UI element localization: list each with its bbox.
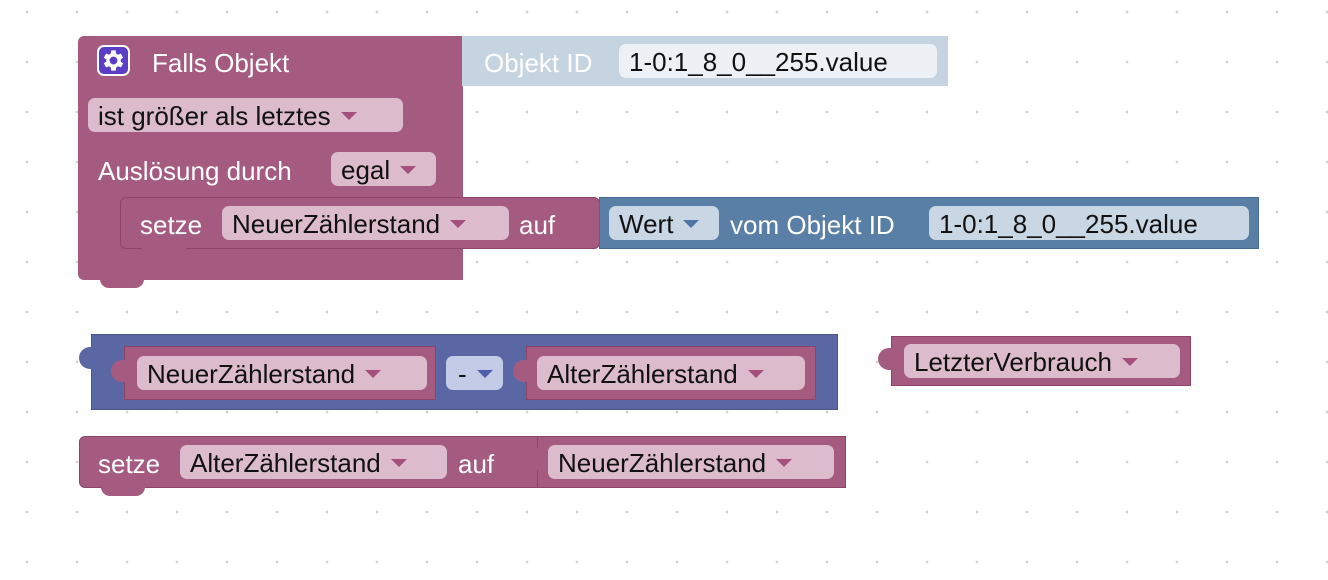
set-old-value-dropdown[interactable]: NeuerZählerstand <box>548 445 834 479</box>
math-right-connector <box>513 360 527 382</box>
loose-variable-connector <box>878 348 892 370</box>
trigger-title: Falls Objekt <box>152 48 290 78</box>
loose-variable-dropdown[interactable]: LetzterVerbrauch <box>904 344 1180 378</box>
trigger-label: Auslösung durch <box>98 156 292 186</box>
trigger-value-input <box>449 48 459 70</box>
set-old-label: setze <box>98 449 161 479</box>
gear-icon <box>103 50 124 71</box>
trigger-dropdown[interactable]: egal <box>331 152 436 186</box>
set-new-to-label: auf <box>519 210 556 240</box>
condition-dropdown[interactable]: ist größer als letztes <box>88 98 403 132</box>
set-old-to-label: auf <box>458 449 495 479</box>
set-new-variable-dropdown[interactable]: NeuerZählerstand <box>222 206 509 240</box>
object-id-field[interactable]: 1-0:1_8_0__255.value <box>619 44 937 78</box>
set-old-variable-dropdown[interactable]: AlterZählerstand <box>180 445 447 479</box>
get-value-label: vom Objekt ID <box>730 210 895 240</box>
set-new-value-input <box>585 210 595 232</box>
object-id-label: Objekt ID <box>484 48 593 78</box>
trigger-icon-box[interactable] <box>97 45 130 76</box>
attribute-dropdown[interactable]: Wert <box>609 206 719 240</box>
set-old-notch <box>101 487 145 496</box>
math-output-connector <box>79 347 92 369</box>
math-right-variable-dropdown[interactable]: AlterZählerstand <box>537 356 805 390</box>
set-new-label: setze <box>140 210 203 240</box>
get-value-object-field[interactable]: 1-0:1_8_0__255.value <box>929 206 1249 240</box>
math-left-variable-dropdown[interactable]: NeuerZählerstand <box>137 356 427 390</box>
set-new-notch <box>142 248 186 257</box>
math-operator-dropdown[interactable]: - <box>446 356 503 390</box>
math-left-connector <box>111 360 125 382</box>
trigger-block-notch <box>100 279 144 288</box>
set-old-value-connector <box>524 448 538 470</box>
